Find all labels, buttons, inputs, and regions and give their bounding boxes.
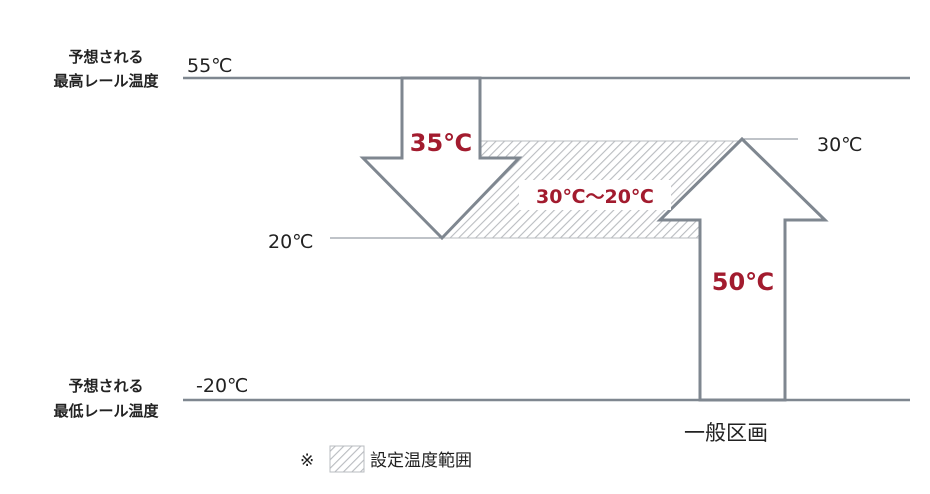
temp-55-label: 55℃ [187, 55, 233, 77]
legend-text: 設定温度範囲 [370, 451, 472, 471]
up-arrow-value: 50℃ [712, 268, 774, 296]
up-arrow [656, 136, 829, 402]
max-temp-label-line2: 最高レール温度 [53, 72, 159, 90]
temp-30-label: 30℃ [817, 134, 863, 156]
down-arrow-value: 35℃ [410, 129, 472, 157]
temp-minus20-label: -20℃ [196, 375, 248, 397]
section-name: 一般区画 [684, 421, 768, 445]
min-temp-label-line1: 予想される [68, 377, 143, 395]
legend-mark: ※ [300, 451, 314, 471]
down-arrow [359, 76, 523, 241]
max-temp-label-line1: 予想される [68, 48, 143, 66]
range-value: 30℃～20℃ [536, 186, 654, 208]
legend-hatch-swatch [329, 445, 365, 473]
min-temp-label-line2: 最低レール温度 [53, 402, 159, 420]
temp-20-label: 20℃ [268, 231, 314, 253]
range-label-box [519, 180, 671, 210]
